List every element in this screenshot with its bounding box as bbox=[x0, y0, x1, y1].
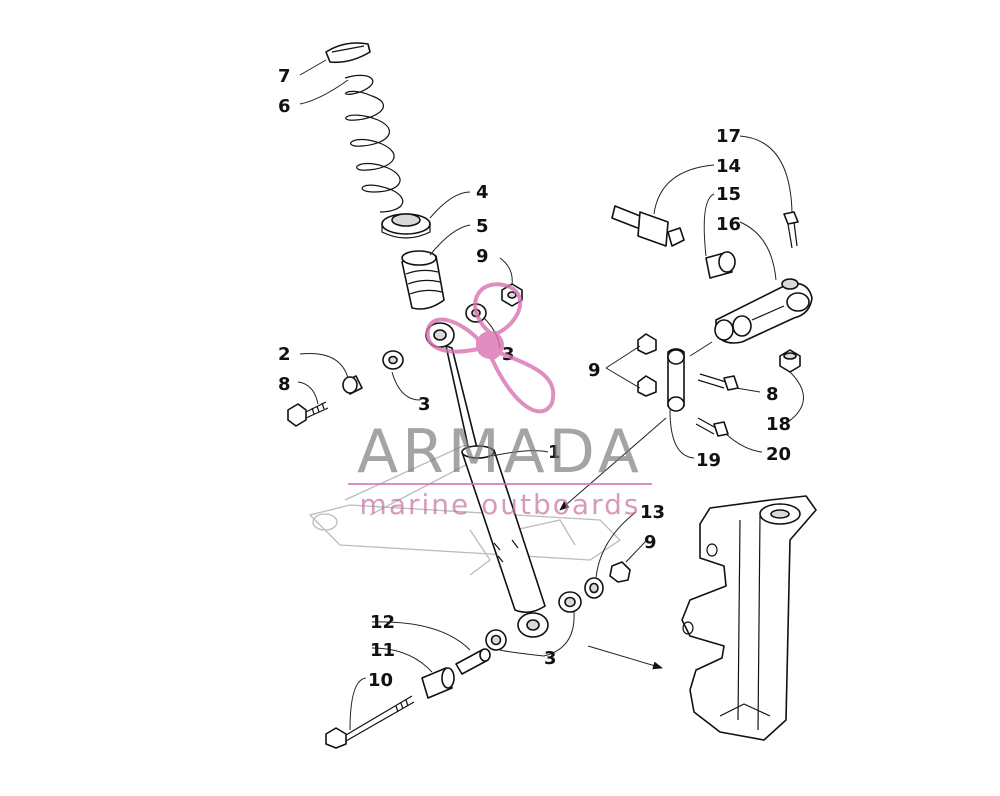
part-3-washer-left bbox=[382, 350, 404, 370]
part-7-retainer-cap bbox=[325, 42, 371, 64]
part-4-spring-seat bbox=[381, 213, 431, 239]
callout-19: 19 bbox=[696, 450, 721, 471]
part-10-long-bolt bbox=[325, 695, 415, 749]
callout-13: 13 bbox=[640, 502, 665, 523]
part-13-spacer bbox=[584, 577, 604, 599]
callout-8-left: 8 bbox=[278, 374, 291, 395]
part-1-shock-absorber bbox=[425, 322, 549, 638]
part-11-bushing bbox=[421, 667, 455, 699]
callout-6: 6 bbox=[278, 96, 291, 117]
callout-4: 4 bbox=[476, 182, 489, 203]
callout-labels: 7 6 4 5 9 3 2 8 3 1 17 14 15 16 9 8 18 1… bbox=[278, 66, 791, 691]
part-9-nut-bottom bbox=[609, 561, 631, 583]
part-6-coil-spring bbox=[344, 74, 404, 213]
callout-7: 7 bbox=[278, 66, 291, 87]
part-3-washer-lower-right bbox=[558, 591, 582, 613]
callout-9-right: 9 bbox=[588, 360, 601, 381]
callout-5: 5 bbox=[476, 216, 489, 237]
part-16-steering-arm bbox=[714, 278, 813, 344]
part-18-lock-nut bbox=[779, 349, 801, 373]
callout-12: 12 bbox=[370, 612, 395, 633]
part-12-sleeve bbox=[455, 648, 491, 675]
callout-16: 16 bbox=[716, 214, 741, 235]
callout-3-lower: 3 bbox=[544, 648, 557, 669]
armada-watermark: ARMADA marine outboards bbox=[348, 282, 652, 521]
part-3-washer-lower-left bbox=[485, 629, 507, 651]
callout-9-bottom: 9 bbox=[644, 532, 657, 553]
part-19-link bbox=[667, 348, 685, 412]
callout-11: 11 bbox=[370, 640, 395, 661]
part-8-bolt-right bbox=[697, 373, 739, 391]
callout-8-right: 8 bbox=[766, 384, 779, 405]
watermark-tagline: marine outboards bbox=[360, 488, 641, 521]
callout-2: 2 bbox=[278, 344, 291, 365]
part-2-spacer bbox=[342, 375, 363, 395]
ski-spindle bbox=[681, 495, 817, 741]
propeller-icon bbox=[425, 282, 556, 414]
leader-lines bbox=[297, 59, 804, 731]
part-14-tie-rod bbox=[611, 205, 685, 247]
callout-20: 20 bbox=[766, 444, 791, 465]
callout-9-top: 9 bbox=[476, 246, 489, 267]
part-17-bolt bbox=[783, 211, 799, 249]
part-9-nut-right-lower bbox=[637, 375, 657, 397]
callout-15: 15 bbox=[716, 184, 741, 205]
part-9-nut-right-upper bbox=[637, 333, 657, 355]
part-5-bumper-boot bbox=[401, 250, 445, 310]
callout-10: 10 bbox=[368, 670, 393, 691]
callout-3-left: 3 bbox=[418, 394, 431, 415]
callout-17: 17 bbox=[716, 126, 741, 147]
watermark-brand: ARMADA bbox=[357, 417, 643, 487]
part-8-bolt-left bbox=[287, 401, 329, 427]
callout-14: 14 bbox=[716, 156, 741, 177]
callout-18: 18 bbox=[766, 414, 791, 435]
callout-1: 1 bbox=[548, 442, 561, 463]
part-15-bushing bbox=[705, 251, 736, 279]
part-20-bolt bbox=[695, 417, 729, 437]
